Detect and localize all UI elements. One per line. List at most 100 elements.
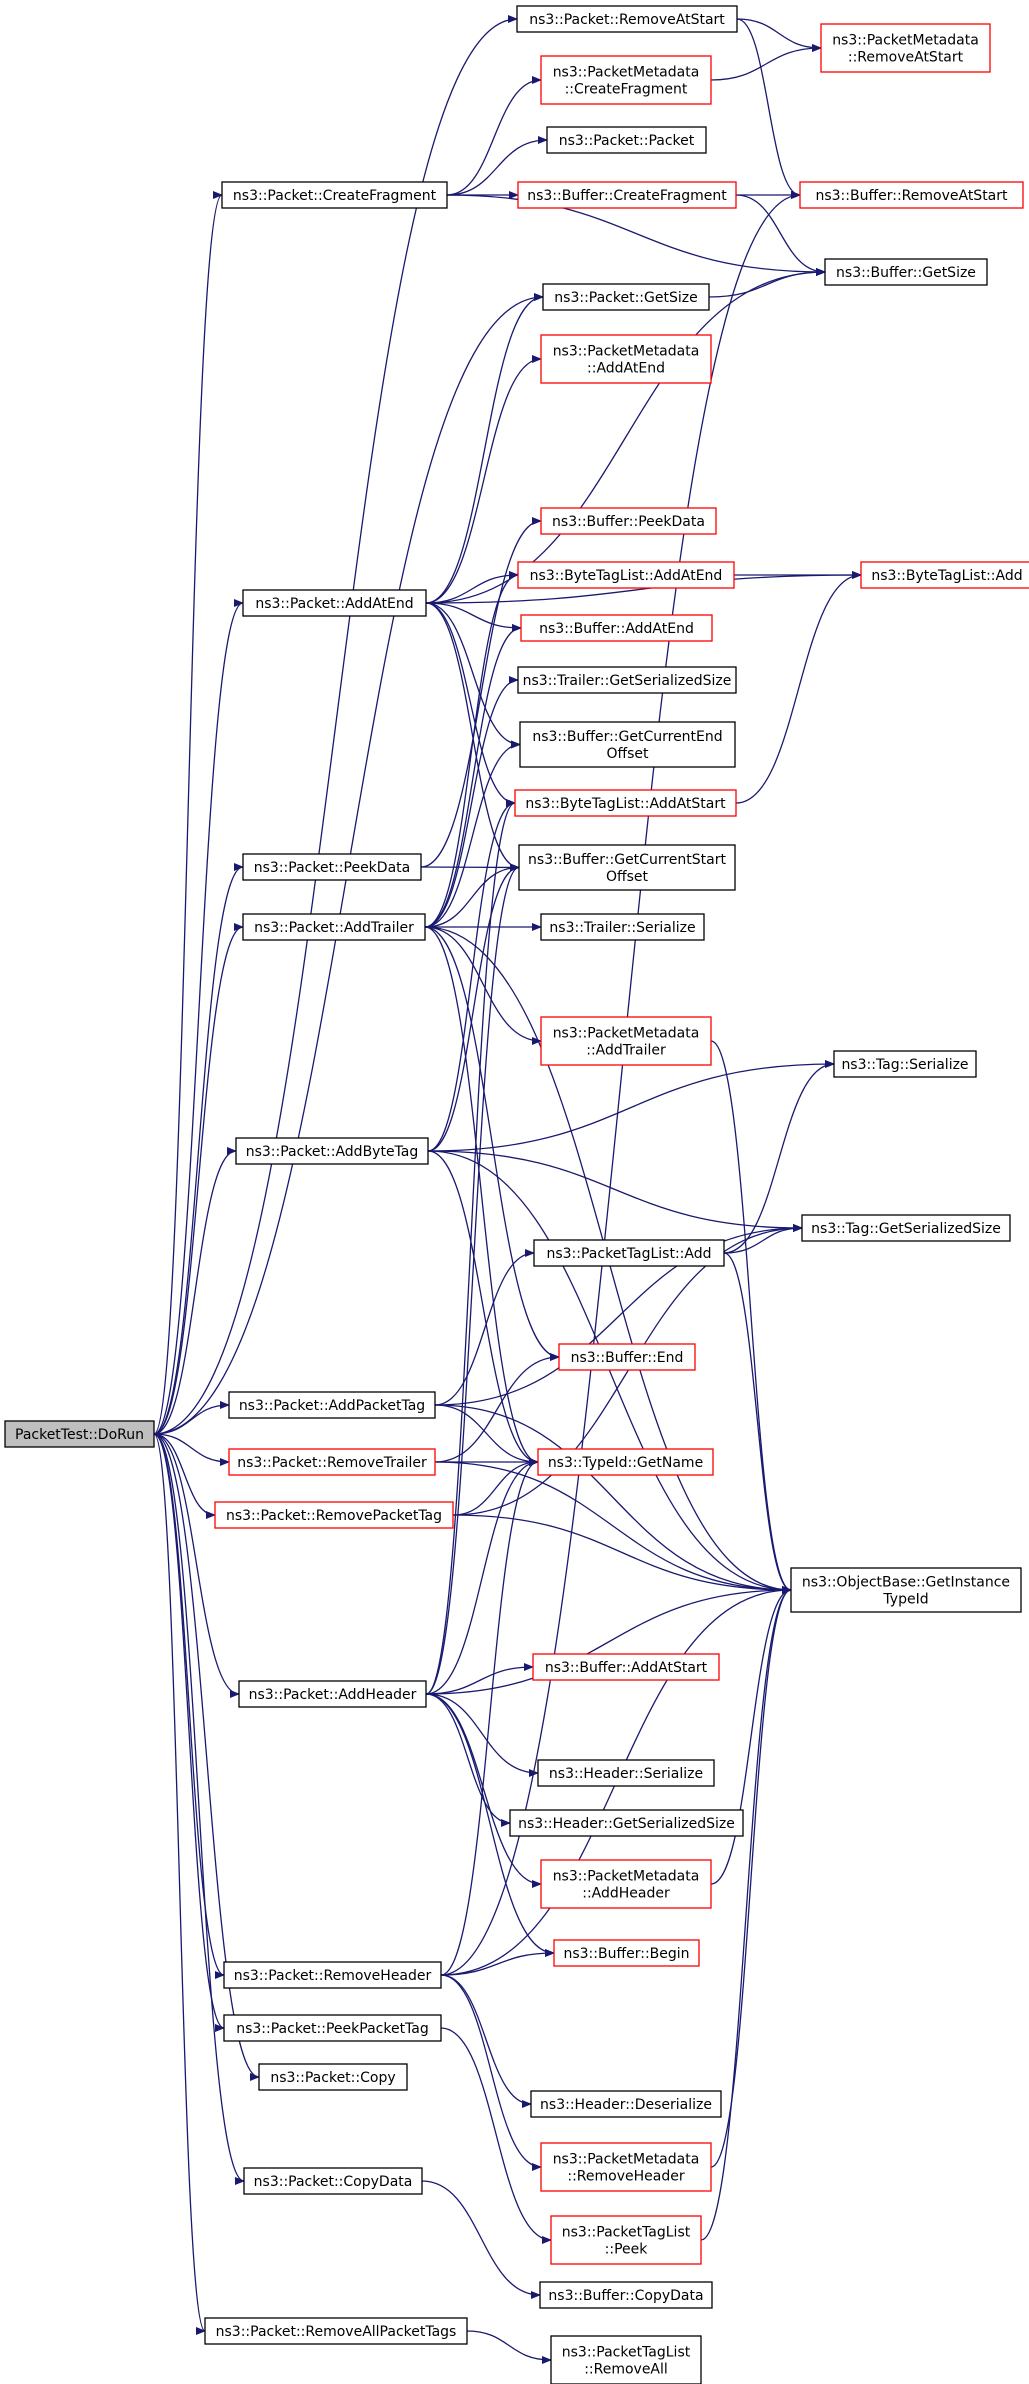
node-ns3-packet-createfragment[interactable]: ns3::Packet::CreateFragment [221, 181, 448, 209]
call-edge-p_copydata-to-b_copydata [421, 2180, 541, 2299]
node-ns3-packet-peekdata[interactable]: ns3::Packet::PeekData [242, 853, 422, 881]
node-ns3-trailer-getserializedsize[interactable]: ns3::Trailer::GetSerializedSize [517, 666, 737, 694]
node-ns3-bytetaglist-addatstart[interactable]: ns3::ByteTagList::AddAtStart [514, 789, 737, 817]
node-ns3-buffer-addatstart[interactable]: ns3::Buffer::AddAtStart [532, 1653, 720, 1681]
call-edge-p_addheader-to-btl_addatstart [425, 799, 516, 1695]
node-label: ns3::Packet::RemoveAtStart [529, 12, 725, 28]
node-ns3-packet-copydata[interactable]: ns3::Packet::CopyData [243, 2167, 423, 2195]
node-ns3-packettaglist-add[interactable]: ns3::PacketTagList::Add [533, 1239, 725, 1267]
node-ns3-packet-copy[interactable]: ns3::Packet::Copy [258, 2063, 408, 2091]
node-label: ns3::Packet::Packet [559, 133, 695, 149]
call-edge-p_addtrailer-to-b_addatend [424, 624, 522, 928]
node-box [540, 334, 712, 384]
node-label: Offset [606, 746, 649, 762]
node-ns3-buffer-end[interactable]: ns3::Buffer::End [558, 1343, 696, 1371]
node-ns3-packet-getsize[interactable]: ns3::Packet::GetSize [542, 283, 710, 311]
call-edge-p_addbytetag-to-tag_serialize [427, 1060, 835, 1152]
node-ns3-buffer-createfragment[interactable]: ns3::Buffer::CreateFragment [517, 181, 737, 209]
call-edge-p_createfragment-to-b_getsize [446, 194, 826, 276]
node-ns3-packetmetadata-addheader[interactable]: ns3::PacketMetadata::AddHeader [540, 1859, 712, 1909]
node-ns3-packet-addtrailer[interactable]: ns3::Packet::AddTrailer [242, 913, 426, 941]
node-ns3-buffer-removeatstart[interactable]: ns3::Buffer::RemoveAtStart [799, 181, 1024, 209]
node-label: ns3::Trailer::Serialize [549, 920, 695, 936]
node-box [517, 181, 737, 209]
node-ns3-header-getserializedsize[interactable]: ns3::Header::GetSerializedSize [509, 1809, 744, 1837]
node-packettest-dorun[interactable]: PacketTest::DoRun [4, 1420, 155, 1448]
call-edge-p_addheader-to-pm_addheader [425, 1693, 542, 1888]
node-ns3-packetmetadata-createfragment[interactable]: ns3::PacketMetadata::CreateFragment [540, 55, 712, 105]
node-box [546, 126, 707, 154]
node-ns3-packet-peekpackettag[interactable]: ns3::Packet::PeekPacketTag [223, 2014, 442, 2042]
node-label: ns3::Packet::CreateFragment [233, 188, 437, 204]
node-label: ns3::Packet::GetSize [554, 290, 697, 306]
node-box [228, 1391, 436, 1419]
node-ns3-header-deserialize[interactable]: ns3::Header::Deserialize [530, 2090, 722, 2118]
call-edge-p_addpackettag-to-ptl_add [434, 1249, 535, 1406]
node-label: ::Peek [605, 2242, 649, 2258]
node-box [238, 1680, 427, 1708]
node-ns3-packetmetadata-removeatstart[interactable]: ns3::PacketMetadata::RemoveAtStart [820, 23, 991, 73]
node-ns3-packet-removeheader[interactable]: ns3::Packet::RemoveHeader [223, 1961, 442, 1989]
node-ns3-packet-removeallpackettags[interactable]: ns3::Packet::RemoveAllPacketTags [204, 2317, 468, 2345]
node-ns3-tag-serialize[interactable]: ns3::Tag::Serialize [833, 1050, 977, 1078]
call-edge-p_addtrailer-to-tr_getserializedsize [424, 676, 519, 928]
node-ns3-packet-removetrailer[interactable]: ns3::Packet::RemoveTrailer [228, 1448, 436, 1476]
call-edge-p_addbytetag-to-b_getcurrentstartoffset [427, 863, 520, 1152]
node-label: ns3::Packet::AddAtEnd [255, 596, 413, 612]
node-ns3-buffer-peekdata[interactable]: ns3::Buffer::PeekData [540, 507, 717, 535]
node-ns3-buffer-begin[interactable]: ns3::Buffer::Begin [553, 1939, 700, 1967]
node-label: ns3::ByteTagList::AddAtStart [525, 796, 726, 812]
node-ns3-packet-addatend[interactable]: ns3::Packet::AddAtEnd [242, 589, 427, 617]
node-ns3-packet-addpackettag[interactable]: ns3::Packet::AddPacketTag [228, 1391, 436, 1419]
node-ns3-header-serialize[interactable]: ns3::Header::Serialize [537, 1759, 715, 1787]
call-edge-p_removeheader-to-tid_getname [440, 1458, 539, 1976]
node-ns3-buffer-getsize[interactable]: ns3::Buffer::GetSize [824, 258, 988, 286]
node-ns3-bytetaglist-add[interactable]: ns3::ByteTagList::Add [860, 561, 1029, 589]
node-ns3-packet-packet[interactable]: ns3::Packet::Packet [546, 126, 707, 154]
node-label: ns3::Buffer::AddAtStart [545, 1660, 708, 1676]
call-edge-p_addatend-to-btl_addatstart [425, 602, 516, 807]
node-ns3-buffer-addatend[interactable]: ns3::Buffer::AddAtEnd [520, 614, 713, 642]
node-ns3-packetmetadata-addatend[interactable]: ns3::PacketMetadata::AddAtEnd [540, 334, 712, 384]
node-label: ns3::Buffer::PeekData [552, 514, 705, 530]
node-label: ns3::Packet::RemoveHeader [234, 1968, 432, 1984]
node-ns3-packet-addbytetag[interactable]: ns3::Packet::AddByteTag [235, 1137, 429, 1165]
node-ns3-packet-removeatstart[interactable]: ns3::Packet::RemoveAtStart [516, 5, 738, 33]
node-label: ns3::Packet::AddPacketTag [239, 1398, 425, 1414]
node-ns3-typeid-getname[interactable]: ns3::TypeId::GetName [537, 1448, 714, 1476]
node-ns3-packetmetadata-addtrailer[interactable]: ns3::PacketMetadata::AddTrailer [540, 1016, 712, 1066]
node-label: ns3::PacketMetadata [832, 33, 979, 49]
node-label: ns3::Packet::AddByteTag [246, 1144, 419, 1160]
node-box [553, 1939, 700, 1967]
node-ns3-packettaglist-removeall[interactable]: ns3::PacketTagList::RemoveAll [550, 2335, 702, 2384]
node-ns3-tag-getserializedsize[interactable]: ns3::Tag::GetSerializedSize [801, 1214, 1011, 1242]
node-ns3-buffer-copydata[interactable]: ns3::Buffer::CopyData [539, 2281, 713, 2309]
node-ns3-bytetaglist-addatend[interactable]: ns3::ByteTagList::AddAtEnd [517, 561, 735, 589]
node-label: ns3::Packet::CopyData [254, 2174, 413, 2190]
node-ns3-packettaglist-peek[interactable]: ns3::PacketTagList::Peek [550, 2215, 702, 2265]
node-ns3-packet-addheader[interactable]: ns3::Packet::AddHeader [238, 1680, 427, 1708]
call-edge-pm_addheader-to-ob_getinstancetypeid [710, 1586, 792, 1885]
node-label: ns3::PacketMetadata [553, 2152, 700, 2168]
node-ns3-trailer-serialize[interactable]: ns3::Trailer::Serialize [540, 913, 705, 941]
call-edge-p_addbytetag-to-tag_getserializedsize [427, 1150, 803, 1232]
node-label: ::RemoveAtStart [848, 50, 964, 66]
node-label: ns3::ByteTagList::AddAtEnd [530, 568, 723, 584]
node-label: ns3::Packet::RemoveAllPacketTags [216, 2324, 457, 2340]
call-edge-root-to-p_copydata [153, 1433, 245, 2185]
call-edge-b_createfragment-to-b_getsize [735, 194, 826, 276]
node-ns3-packetmetadata-removeheader[interactable]: ns3::PacketMetadata::RemoveHeader [540, 2142, 712, 2192]
node-box [520, 614, 713, 642]
node-box [542, 283, 710, 311]
node-label: ns3::Packet::AddTrailer [254, 920, 414, 936]
call-edge-root-to-p_addatend [153, 599, 244, 1435]
node-box [516, 5, 738, 33]
node-ns3-packet-removepackettag[interactable]: ns3::Packet::RemovePacketTag [214, 1501, 454, 1529]
call-edge-p_addpackettag-to-ob_getinstancetypeid [434, 1404, 792, 1594]
call-edge-ptl_add-to-ob_getinstancetypeid [723, 1252, 792, 1594]
call-edge-p_addpackettag-to-tag_getserializedsize [434, 1224, 803, 1406]
